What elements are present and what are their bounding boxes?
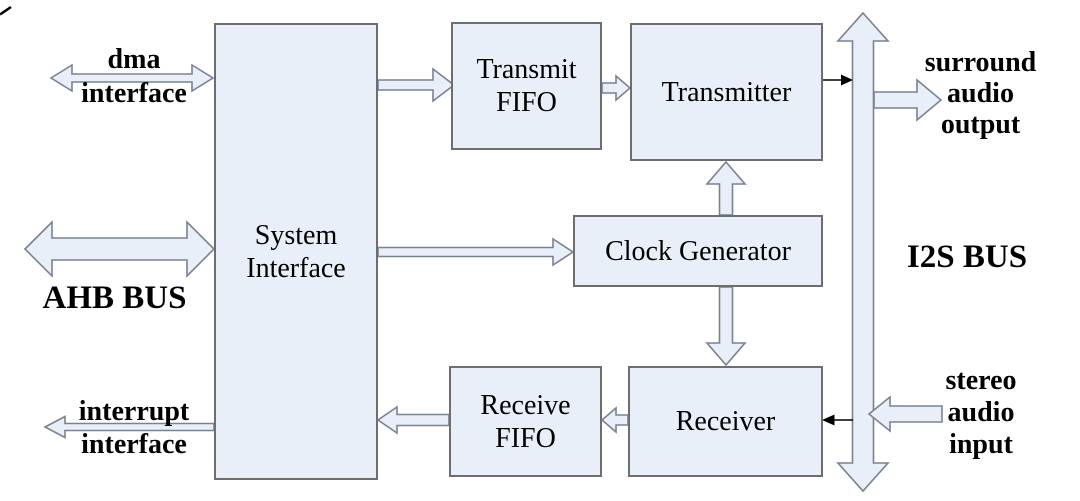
ahb-bus-arrow — [23, 220, 216, 278]
transmitter-block: Transmitter — [630, 23, 823, 161]
system-to-clock-generator-arrow — [377, 237, 575, 267]
dma-interface-label-line1: dma — [107, 44, 161, 75]
surround-output-arrow — [873, 78, 943, 122]
system-to-transmit-fifo-arrow — [377, 67, 456, 103]
interrupt-interface-label-line1: interrupt — [78, 396, 190, 427]
stereo-input-arrow — [867, 395, 943, 433]
stereo-audio-input-label-line1: stereo — [945, 365, 1017, 396]
surround-audio-output-label-line2: audio — [947, 78, 1014, 109]
clock-to-transmitter-arrow — [705, 160, 747, 216]
i2s-bus-label: I2S BUS — [906, 239, 1028, 275]
interrupt-interface-label-line2: interface — [81, 429, 187, 460]
surround-audio-output-label-line3: output — [940, 109, 1021, 140]
transmit-fifo-label-line1: Transmit — [476, 54, 577, 85]
system-interface-label-line1: System — [254, 219, 338, 251]
receive-fifo-to-system-arrow — [376, 405, 450, 435]
transmitter-label: Transmitter — [661, 76, 792, 108]
i2s-bus-arrow — [836, 11, 890, 493]
transmit-fifo-block: Transmit FIFO — [451, 22, 602, 150]
receive-fifo-label-line1: Receive — [480, 389, 571, 421]
ahb-bus-label: AHB BUS — [42, 280, 187, 316]
system-interface-label-line2: Interface — [246, 252, 346, 284]
surround-audio-output-label-line1: surround — [924, 47, 1037, 78]
receive-fifo-block: Receive FIFO — [449, 366, 602, 477]
clock-generator-block: Clock Generator — [573, 215, 823, 287]
corner-mark — [0, 5, 12, 16]
receiver-label: Receiver — [675, 406, 776, 437]
stereo-audio-input-label-line2: audio — [947, 397, 1015, 428]
system-interface-block: System Interface — [214, 23, 378, 480]
transmit-fifo-label-line2: FIFO — [496, 87, 557, 118]
dma-interface-label-line2: interface — [81, 78, 187, 109]
clock-to-receiver-arrow — [705, 286, 747, 367]
stereo-audio-input-label-line3: input — [949, 429, 1013, 460]
transmitter-to-bus-connector — [823, 74, 853, 86]
transmit-fifo-to-transmitter-arrow — [601, 74, 632, 102]
receive-fifo-label-line2: FIFO — [495, 422, 556, 454]
receiver-block: Receiver — [628, 366, 823, 477]
clock-generator-label: Clock Generator — [605, 235, 791, 267]
dma-interface-arrow — [49, 63, 215, 93]
receiver-to-receive-fifo-arrow — [600, 406, 629, 434]
bus-to-receiver-connector — [822, 414, 853, 426]
